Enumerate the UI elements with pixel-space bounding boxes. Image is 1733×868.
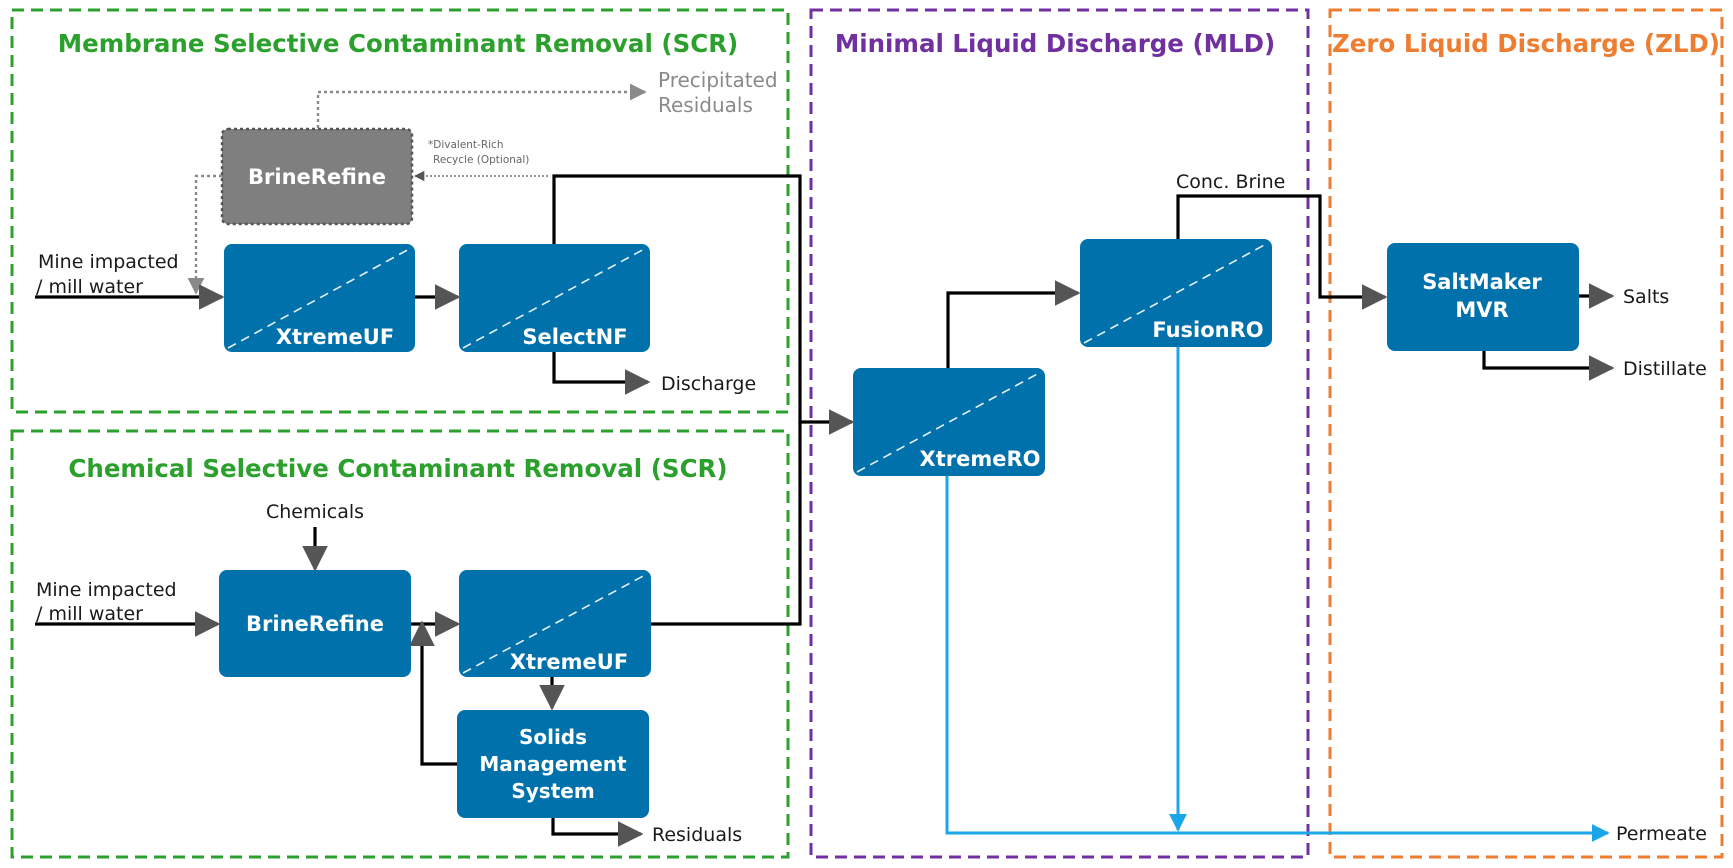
- discharge-line: [552, 352, 651, 395]
- chemical-scr-title: Chemical Selective Contaminant Removal (…: [68, 454, 727, 483]
- feed-top-label-line1: Mine impacted: [38, 251, 179, 273]
- membrane-scr-frame: [10, 8, 790, 414]
- ro-concentrate-line: [946, 280, 1081, 368]
- fusionro-label: FusionRO: [1152, 318, 1263, 342]
- precipitated-label-line2: Residuals: [658, 93, 753, 117]
- chemical-scr-frame: [10, 429, 790, 859]
- solids-label-line3: System: [511, 779, 594, 803]
- residuals-line: [551, 818, 644, 847]
- saltmaker-label-line2: MVR: [1455, 298, 1508, 322]
- brinerefine-return-line: [187, 174, 222, 295]
- permeate-label: Permeate: [1616, 823, 1707, 845]
- conc-brine-label: Conc. Brine: [1176, 171, 1285, 193]
- residuals-label: Residuals: [652, 824, 742, 846]
- xtremero-box: XtremeRO: [853, 368, 1045, 476]
- uf-permeate-to-ro-line: [651, 422, 802, 626]
- distillate-label: Distillate: [1623, 358, 1707, 380]
- feed-bottom-label-line2: / mill water: [36, 603, 143, 625]
- discharge-label: Discharge: [661, 373, 756, 395]
- brinerefine-optional-label: BrineRefine: [248, 165, 386, 189]
- solids-management-box: Solids Management System: [457, 710, 649, 818]
- brinerefine-box: BrineRefine: [219, 570, 411, 677]
- precipitated-label-line1: Precipitated: [658, 68, 778, 92]
- membrane-scr-title: Membrane Selective Contaminant Removal (…: [58, 29, 739, 58]
- solids-recycle-line: [409, 620, 457, 766]
- solids-label-line1: Solids: [519, 725, 587, 749]
- xtremeuf-top-label: XtremeUF: [276, 325, 394, 349]
- brinerefine-optional-box: BrineRefine: [220, 127, 414, 226]
- divalent-label-line2: Recycle (Optional): [433, 154, 529, 166]
- distillate-line: [1482, 351, 1615, 381]
- saltmaker-box: SaltMaker MVR: [1387, 243, 1579, 351]
- xtremeuf-top-box: XtremeUF: [224, 244, 415, 352]
- selectnf-label: SelectNF: [522, 325, 627, 349]
- xtremero-permeate-line: [945, 476, 1610, 842]
- fusionro-box: FusionRO: [1080, 239, 1272, 347]
- zld-frame: [1328, 8, 1724, 859]
- conc-brine-line: [1176, 194, 1388, 310]
- feed-bottom-label-line1: Mine impacted: [36, 579, 177, 601]
- selectnf-box: SelectNF: [459, 244, 650, 352]
- salts-label: Salts: [1623, 286, 1669, 308]
- nf-concentrate-line: [552, 174, 855, 435]
- xtremeuf-bottom-box: XtremeUF: [459, 570, 651, 677]
- mld-frame: [809, 8, 1310, 859]
- xtremeuf-bottom-label: XtremeUF: [510, 650, 628, 674]
- feed-top-label-line2: / mill water: [36, 276, 143, 298]
- brinerefine-label: BrineRefine: [246, 612, 384, 636]
- precipitated-flow-line: [316, 83, 647, 128]
- xtremero-label: XtremeRO: [920, 447, 1041, 471]
- solids-label-line2: Management: [479, 752, 627, 776]
- saltmaker-label-line1: SaltMaker: [1422, 270, 1542, 294]
- mld-title: Minimal Liquid Discharge (MLD): [835, 29, 1275, 58]
- chemicals-label: Chemicals: [266, 501, 364, 523]
- zld-title: Zero Liquid Discharge (ZLD): [1332, 29, 1720, 58]
- divalent-label-line1: *Divalent-Rich: [428, 139, 503, 151]
